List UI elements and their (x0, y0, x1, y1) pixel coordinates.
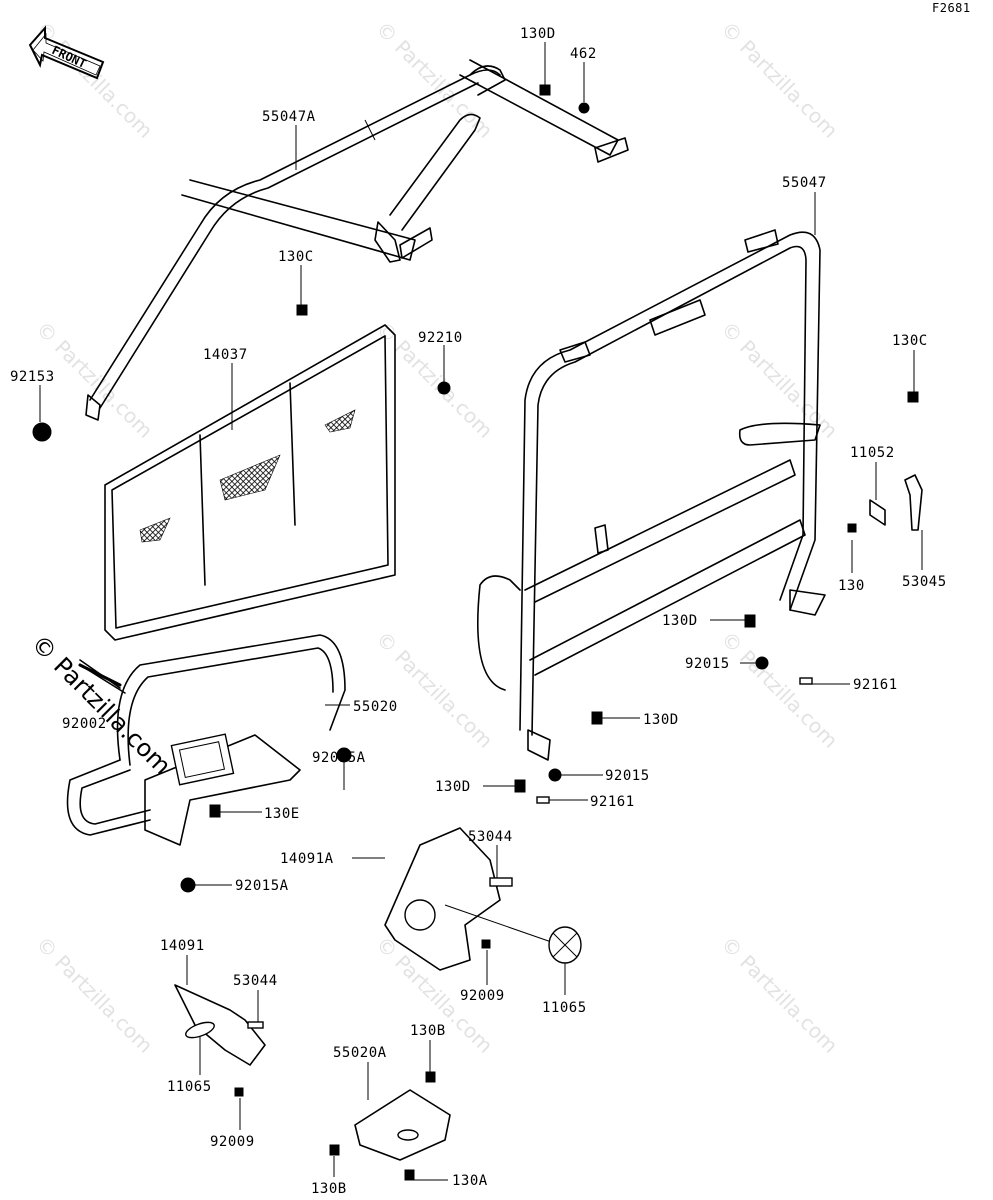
label-53044-bot: 53044 (233, 973, 278, 989)
watermark: © Partzilla.com (31, 932, 157, 1058)
side-cover-14091a (384, 827, 561, 971)
upper-roll-bar-55047a (85, 59, 629, 421)
label-92015: 92015 (685, 656, 730, 672)
bolt-92153-icon (32, 422, 52, 442)
label-92161-low: 92161 (590, 794, 635, 810)
skid-plate-55020a (354, 1089, 451, 1161)
watermark: © Partzilla.com (31, 17, 157, 143)
label-92161: 92161 (853, 677, 898, 693)
label-55047: 55047 (782, 175, 827, 191)
label-14091: 14091 (160, 938, 205, 954)
lower-plate-14091 (174, 984, 266, 1066)
watermark: © Partzilla.com (371, 17, 497, 143)
label-14037: 14037 (203, 347, 248, 363)
bolt-130d-low-icon (591, 711, 603, 725)
nut-92015-icon (755, 656, 769, 670)
nut-92210-icon (437, 381, 451, 395)
bolt-130d-low2-icon (514, 779, 526, 793)
bolt-92002-icon (78, 663, 122, 687)
label-92015-low: 92015 (605, 768, 650, 784)
label-130b: 130B (410, 1023, 446, 1039)
label-53045: 53045 (902, 574, 947, 590)
key-53045-icon (904, 474, 923, 531)
label-55020: 55020 (353, 699, 398, 715)
nut-92015a-bot-icon (180, 877, 196, 893)
label-92015a: 92015A (312, 750, 366, 766)
label-11065-bot: 11065 (167, 1079, 212, 1095)
label-55047a: 55047A (262, 109, 316, 125)
bolt-130d-icon (539, 84, 551, 96)
label-92015a-bot: 92015A (235, 878, 289, 894)
label-130b-bot: 130B (311, 1181, 347, 1197)
nut-462-icon (578, 102, 590, 114)
watermark-large: © Partzilla.com (26, 629, 177, 780)
bolt-130c-right-icon (907, 391, 919, 403)
label-11065: 11065 (542, 1000, 587, 1016)
leader-lines (39, 42, 923, 1181)
label-130d: 130D (520, 26, 556, 42)
nut-92015-low-icon (548, 768, 562, 782)
bracket-11052 (869, 499, 886, 526)
rear-frame-55047 (477, 229, 826, 761)
label-11052: 11052 (850, 445, 895, 461)
label-462: 462 (570, 46, 597, 62)
bolt-130d-mid-icon (744, 614, 756, 628)
watermark: © Partzilla.com (716, 932, 842, 1058)
watermark: © Partzilla.com (716, 627, 842, 753)
bolt-130b-bot-icon (329, 1144, 340, 1156)
part-labels: 130D 462 55047A 55047 130C 92210 14037 9… (10, 26, 947, 1197)
washer-92161-low-icon (536, 796, 550, 804)
label-130d-low2: 130D (435, 779, 471, 795)
bolt-130b-icon (425, 1071, 436, 1083)
watermark: © Partzilla.com (716, 17, 842, 143)
label-130: 130 (838, 578, 865, 594)
bolt-130e-icon (209, 804, 221, 818)
bolt-130a-icon (404, 1169, 415, 1181)
grommet-11065-icon (548, 926, 582, 964)
label-55020a: 55020A (333, 1045, 387, 1061)
label-130d-mid: 130D (662, 613, 698, 629)
label-92009: 92009 (460, 988, 505, 1004)
label-14091a: 14091A (280, 851, 334, 867)
bolt-130-icon (847, 523, 857, 533)
rear-panel-14037 (104, 324, 396, 641)
figure-id: F2681 (932, 1, 971, 15)
label-92153: 92153 (10, 369, 55, 385)
label-130c-right: 130C (892, 333, 928, 349)
label-130a: 130A (452, 1173, 488, 1189)
label-92009-bot: 92009 (210, 1134, 255, 1150)
label-92002: 92002 (62, 716, 107, 732)
label-53044: 53044 (468, 829, 513, 845)
bolt-92009-icon (481, 939, 491, 949)
washer-92161-icon (799, 677, 813, 685)
bolt-92009-bot-icon (234, 1087, 244, 1097)
label-130d-low: 130D (643, 712, 679, 728)
label-130e: 130E (264, 806, 300, 822)
clip-53044-icon (489, 877, 513, 887)
bolt-130c-icon (296, 304, 308, 316)
label-92210: 92210 (418, 330, 463, 346)
label-130c: 130C (278, 249, 314, 265)
front-bumper-55020 (66, 634, 346, 846)
